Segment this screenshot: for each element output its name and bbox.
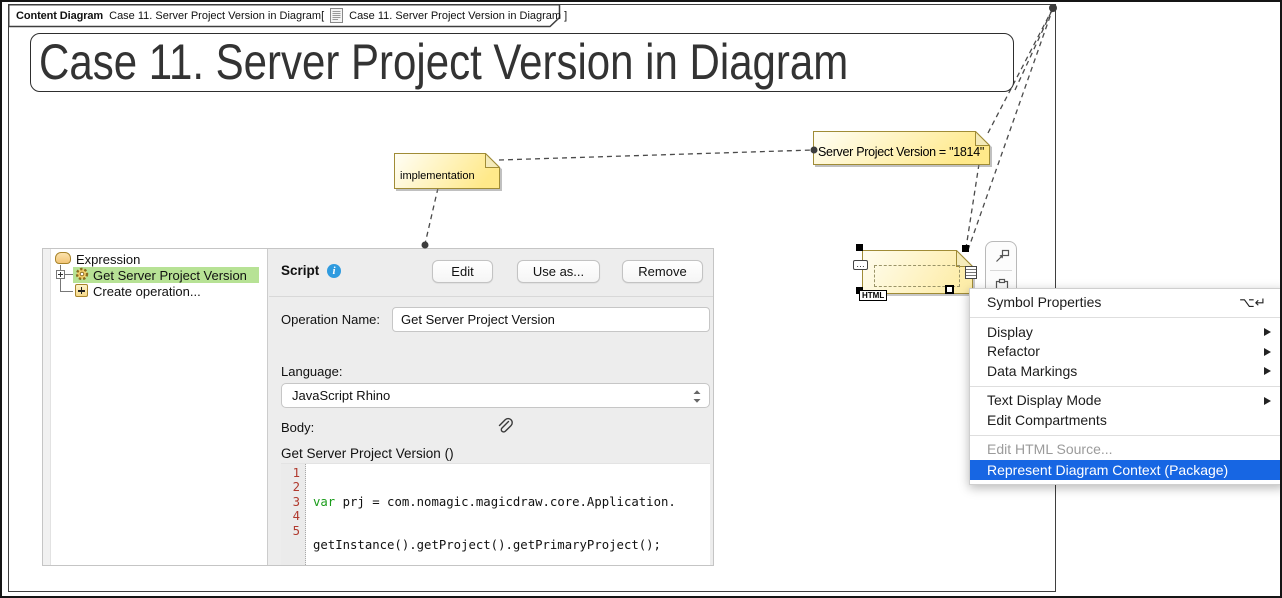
jump-to-source-icon: [996, 249, 1010, 262]
script-section-title: Script: [281, 263, 320, 278]
note-server-version-text: Server Project Version = "1814": [818, 145, 984, 159]
create-operation-icon: [75, 284, 88, 297]
code-text: var prj = com.nomagic.magicdraw.core.App…: [313, 494, 676, 553]
language-label: Language:: [281, 364, 343, 379]
diagram-frame-tab-label[interactable]: Content Diagram Case 11. Server Project …: [16, 8, 567, 23]
toolbar-divider: [990, 270, 1012, 271]
note-implementation-text: implementation: [400, 170, 475, 182]
menu-item-display[interactable]: Display: [970, 323, 1280, 343]
script-body-editor[interactable]: 1 2 3 4 5 var prj = com.nomagic.magicdra…: [281, 463, 710, 565]
expression-dialog: Expression Get Server Project Version Cr…: [42, 248, 714, 566]
diagram-title-shape[interactable]: Case 11. Server Project Version in Diagr…: [30, 33, 1014, 92]
section-divider: [269, 296, 713, 297]
submenu-arrow-icon: [1264, 347, 1271, 356]
submenu-arrow-icon: [1264, 328, 1271, 336]
operation-gear-icon: [75, 267, 89, 281]
resize-handle-bottom-right[interactable]: [945, 285, 954, 294]
diagram-document-icon: [330, 8, 344, 23]
menu-item-symbol-properties[interactable]: Symbol Properties ⌥↵: [970, 293, 1280, 313]
tree-connector: [60, 291, 73, 292]
line-number-gutter: 1 2 3 4 5: [281, 464, 306, 565]
diagram-context-label: Case 11. Server Project Version in Diagr…: [349, 9, 568, 22]
body-label: Body:: [281, 420, 315, 435]
operation-name-field[interactable]: [392, 307, 710, 332]
menu-item-text-display-mode[interactable]: Text Display Mode: [970, 391, 1280, 411]
submenu-arrow-icon: [1264, 396, 1271, 405]
menu-item-represent-diagram-context[interactable]: Represent Diagram Context (Package): [970, 459, 1280, 480]
html-badge: HTML: [859, 290, 888, 301]
info-icon[interactable]: i: [327, 264, 341, 278]
shortcut-label: ⌥↵: [1239, 295, 1266, 310]
edit-button[interactable]: Edit: [432, 260, 493, 283]
selected-html-note[interactable]: … HTML: [853, 244, 977, 301]
language-select-value: JavaScript Rhino: [292, 388, 391, 403]
resize-handle-top-left[interactable]: [856, 244, 863, 251]
tree-expander-icon[interactable]: [56, 270, 65, 279]
tree-item-get-server-project-version[interactable]: Get Server Project Version: [93, 268, 247, 283]
menu-item-refactor[interactable]: Refactor: [970, 342, 1280, 362]
expression-icon: [55, 252, 71, 264]
remove-button[interactable]: Remove: [622, 260, 703, 283]
tree-selection-highlight: [73, 267, 259, 283]
tree-connector: [60, 274, 73, 275]
menu-separator: [970, 317, 1280, 318]
tree-scrollbar[interactable]: [43, 249, 51, 565]
language-select[interactable]: JavaScript Rhino: [281, 383, 710, 408]
note-implementation[interactable]: implementation: [394, 152, 501, 189]
operation-signature: Get Server Project Version (): [281, 446, 454, 461]
text-lines-handle[interactable]: [965, 266, 977, 279]
menu-item-data-markings[interactable]: Data Markings: [970, 362, 1280, 382]
tree-item-create-operation[interactable]: Create operation...: [93, 284, 201, 299]
diagram-title-text: Case 11. Server Project Version in Diagr…: [39, 34, 849, 90]
more-options-handle[interactable]: …: [853, 260, 868, 270]
operation-name-label: Operation Name:: [281, 312, 380, 327]
diagram-name-label: Case 11. Server Project Version in Diagr…: [109, 9, 325, 22]
note-server-version[interactable]: Server Project Version = "1814": [813, 130, 991, 165]
submenu-arrow-icon: [1264, 367, 1271, 375]
diagram-frame-tab[interactable]: [8, 4, 562, 28]
use-as-button[interactable]: Use as...: [517, 260, 600, 283]
tree-root-expression[interactable]: Expression: [76, 252, 141, 267]
diagram-kind-label: Content Diagram: [16, 9, 104, 22]
menu-separator: [970, 434, 1280, 436]
menu-item-edit-html-source: Edit HTML Source...: [987, 441, 1113, 457]
expression-tree-panel[interactable]: Expression Get Server Project Version Cr…: [43, 249, 268, 565]
menu-item-edit-compartments[interactable]: Edit Compartments: [987, 411, 1107, 428]
context-menu: Symbol Properties ⌥↵ Display Refactor Da…: [969, 288, 1280, 485]
note-text-area[interactable]: [874, 265, 960, 287]
attach-paperclip-icon[interactable]: [495, 417, 513, 435]
resize-handle-top-right[interactable]: [962, 245, 969, 252]
select-stepper-icon: [693, 390, 701, 403]
jump-to-source-button[interactable]: [986, 242, 1018, 270]
menu-separator: [970, 385, 1280, 387]
